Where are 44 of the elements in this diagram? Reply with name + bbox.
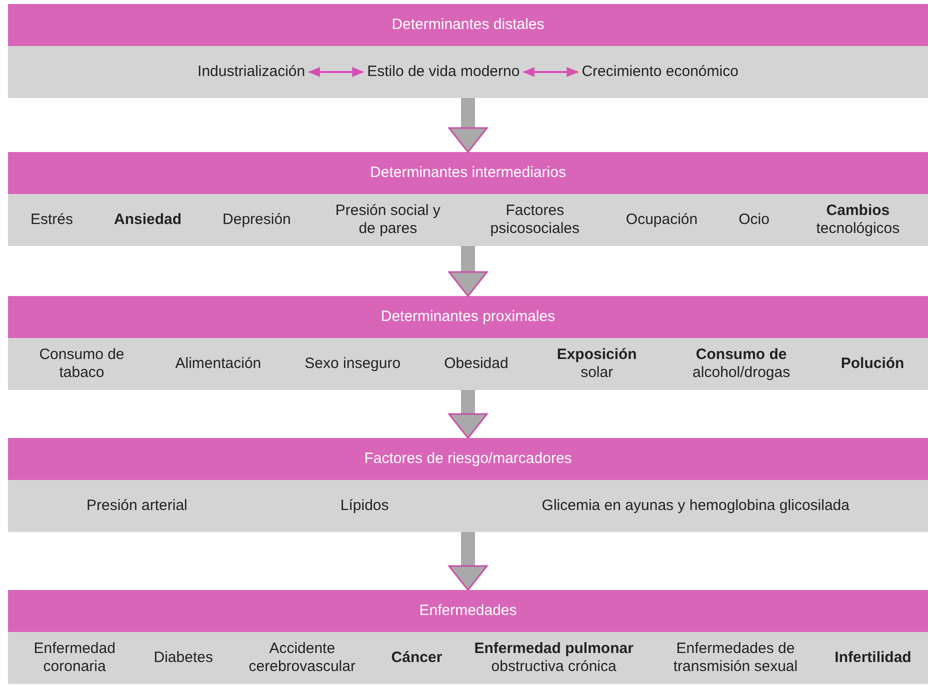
factor-label: Lípidos	[340, 497, 389, 515]
factor-label: Ocupación	[626, 211, 698, 229]
factor-label: Cambios tecnológicos	[810, 202, 906, 238]
factor-label: Alimentación	[175, 355, 262, 373]
stage-panel	[8, 590, 928, 684]
factor-label: Infertilidad	[834, 649, 912, 667]
factor-label: Enfermedades de transmisión sexual	[666, 640, 806, 676]
factor-label: Consumo de alcohol/drogas	[685, 346, 798, 382]
factor-label: Presión social y de pares	[332, 202, 444, 238]
block-arrow	[448, 246, 488, 297]
double-arrow	[308, 67, 364, 77]
factor-label: Factores psicosociales	[484, 202, 585, 238]
factor-label: Presión arterial	[86, 497, 188, 515]
factor-label: Estilo de vida moderno	[367, 63, 520, 81]
stage-panel	[8, 438, 928, 532]
factor-label: Industrialización	[198, 63, 306, 81]
factor-label: Polución	[840, 355, 904, 373]
factor-label: Depresión	[222, 211, 291, 229]
stage-header: Determinantes proximales	[8, 296, 928, 338]
factor-label: Obesidad	[444, 355, 508, 373]
stage-header: Factores de riesgo/marcadores	[8, 438, 928, 480]
block-arrow	[448, 532, 488, 591]
factor-label: Accidente cerebrovascular	[242, 640, 362, 676]
double-arrow	[522, 67, 579, 77]
factor-label: Ansiedad	[114, 211, 182, 229]
stage-panel	[8, 296, 928, 390]
stage-header: Determinantes intermediarios	[8, 152, 928, 194]
stage-panel	[8, 4, 928, 98]
factor-label: Enfermedad pulmonar obstructiva crónica	[471, 640, 636, 676]
stage-header: Determinantes distales	[8, 4, 928, 46]
factor-label: Consumo de tabaco	[32, 346, 132, 382]
block-arrow	[448, 98, 488, 153]
factor-label: Diabetes	[154, 649, 213, 667]
factor-label: Crecimiento económico	[582, 63, 738, 81]
factor-label: Glicemia en ayunas y hemoglobina glicosilada	[542, 497, 850, 515]
factor-label: Cáncer	[391, 649, 442, 667]
stage-panel	[8, 152, 928, 246]
factor-label: Sexo inseguro	[304, 355, 401, 373]
factor-label: Estrés	[30, 211, 74, 229]
stage-header: Enfermedades	[8, 590, 928, 632]
block-arrow	[448, 390, 488, 439]
factor-label: Exposición solar	[552, 346, 642, 382]
factor-label: Enfermedad coronaria	[24, 640, 125, 676]
factor-label: Ocio	[738, 211, 770, 229]
